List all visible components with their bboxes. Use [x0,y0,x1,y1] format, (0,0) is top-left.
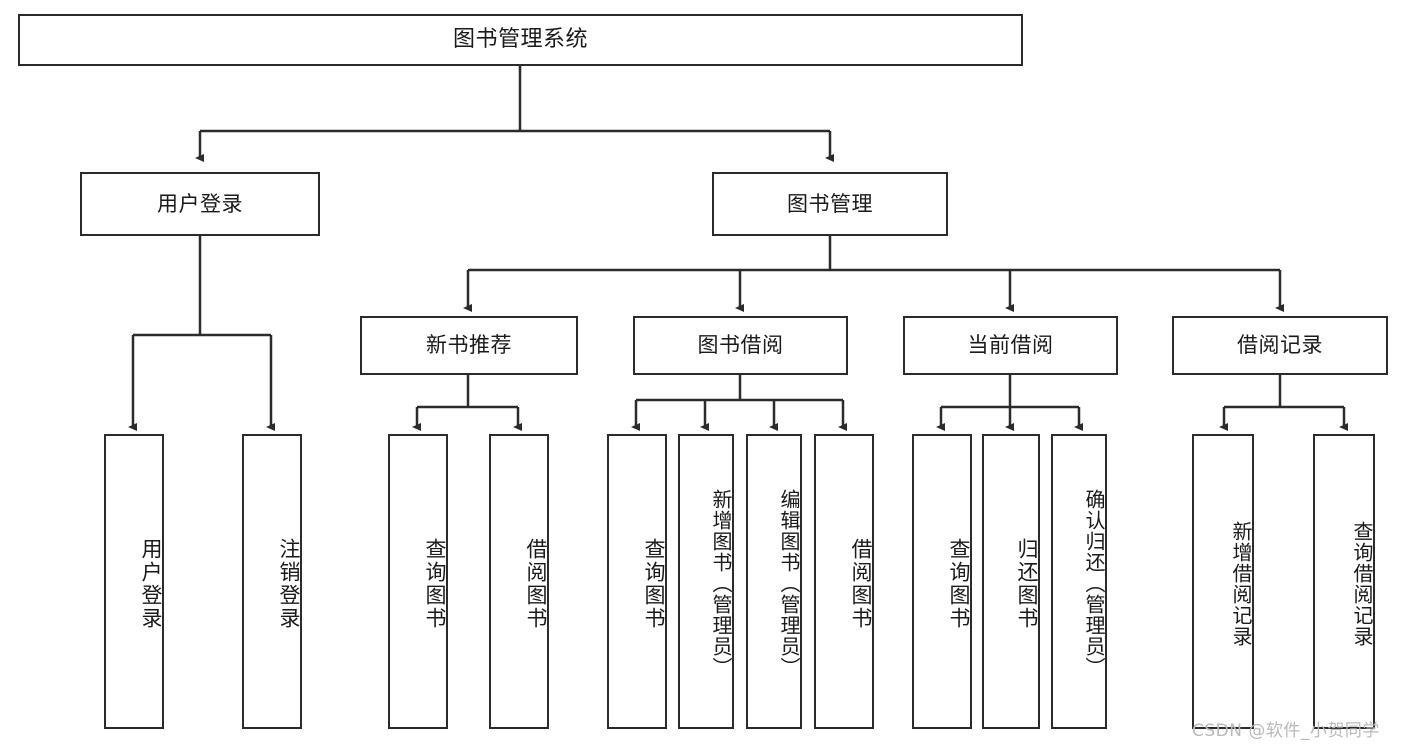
leaf-add-book-admin[interactable]: 新增图书（管理员） [678,434,734,729]
node-new-book-recommend[interactable]: 新书推荐 [360,316,578,375]
leaf-borrow-book[interactable]: 借阅图书 [814,434,874,729]
leaf-user-login[interactable]: 用户登录 [104,434,164,729]
node-borrow-record[interactable]: 借阅记录 [1172,316,1388,375]
csdn-watermark: CSDN @软件_小贺同学 [1192,721,1380,741]
leaf-logout-login[interactable]: 注销登录 [242,434,302,729]
leaf-query-book-newbook[interactable]: 查询图书 [388,434,448,729]
node-root-system[interactable]: 图书管理系统 [18,14,1023,66]
leaf-add-borrow-record[interactable]: 新增借阅记录 [1192,434,1254,729]
leaf-query-book-borrow[interactable]: 查询图书 [607,434,667,729]
node-user-login[interactable]: 用户登录 [80,172,320,236]
leaf-query-book-current[interactable]: 查询图书 [912,434,972,729]
leaf-query-borrow-record[interactable]: 查询借阅记录 [1313,434,1375,729]
leaf-edit-book-admin[interactable]: 编辑图书（管理员） [746,434,802,729]
leaf-borrow-book-newbook[interactable]: 借阅图书 [489,434,549,729]
leaf-confirm-return-admin[interactable]: 确认归还（管理员） [1051,434,1107,729]
node-book-borrow[interactable]: 图书借阅 [633,316,848,375]
leaf-return-book[interactable]: 归还图书 [982,434,1040,729]
node-book-management[interactable]: 图书管理 [712,172,948,236]
node-current-borrow[interactable]: 当前借阅 [903,316,1118,375]
